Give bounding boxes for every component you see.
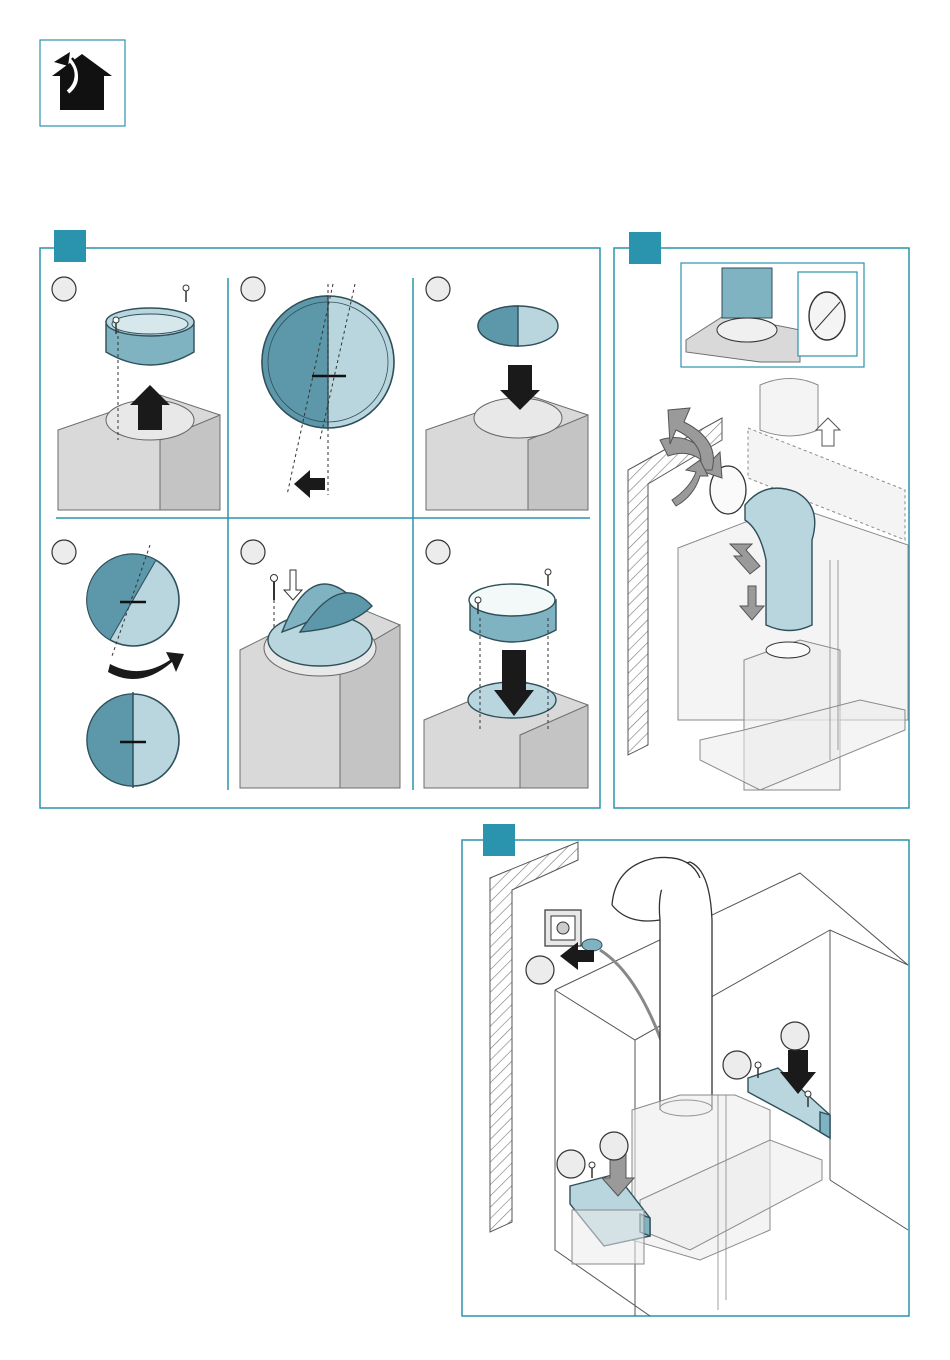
step-1-remove-ring [52, 277, 220, 510]
screw-icon [545, 569, 551, 586]
step-3-insert-flap [426, 277, 588, 510]
step-marker [526, 956, 554, 984]
step-marker [723, 1051, 751, 1079]
step-2-flap-check [241, 277, 394, 498]
wall-socket [545, 910, 581, 946]
step-5-screw-flap [240, 540, 400, 788]
flap-half [262, 296, 328, 428]
panel-b-tag [629, 232, 661, 264]
house-vent-icon [40, 40, 125, 126]
step-2-marker [241, 277, 265, 301]
step-4-rotate-flap [52, 540, 184, 788]
screw-icon [271, 575, 278, 601]
rotate-arrow [108, 652, 184, 679]
step-6-refit-ring [424, 540, 588, 788]
panel-c [462, 824, 909, 1316]
up-arrow-outline [816, 418, 840, 446]
step-3-marker [426, 277, 450, 301]
step-marker [781, 1022, 809, 1050]
step-4-marker [52, 540, 76, 564]
ghost-duct [760, 379, 818, 437]
chimney-duct [659, 862, 712, 1110]
panel-b [614, 232, 909, 808]
step-6-marker [426, 540, 450, 564]
screw-icon [589, 1162, 595, 1178]
left-arrow [294, 470, 325, 498]
step-1-marker [52, 277, 76, 301]
screw-icon [183, 285, 189, 302]
step-marker [557, 1150, 585, 1178]
step-marker [600, 1132, 628, 1160]
panel-a [40, 230, 600, 808]
down-arrow-outline [284, 570, 302, 600]
panel-c-tag [483, 824, 515, 856]
step-5-marker [241, 540, 265, 564]
panel-a-tag [54, 230, 86, 262]
power-plug [582, 939, 602, 951]
